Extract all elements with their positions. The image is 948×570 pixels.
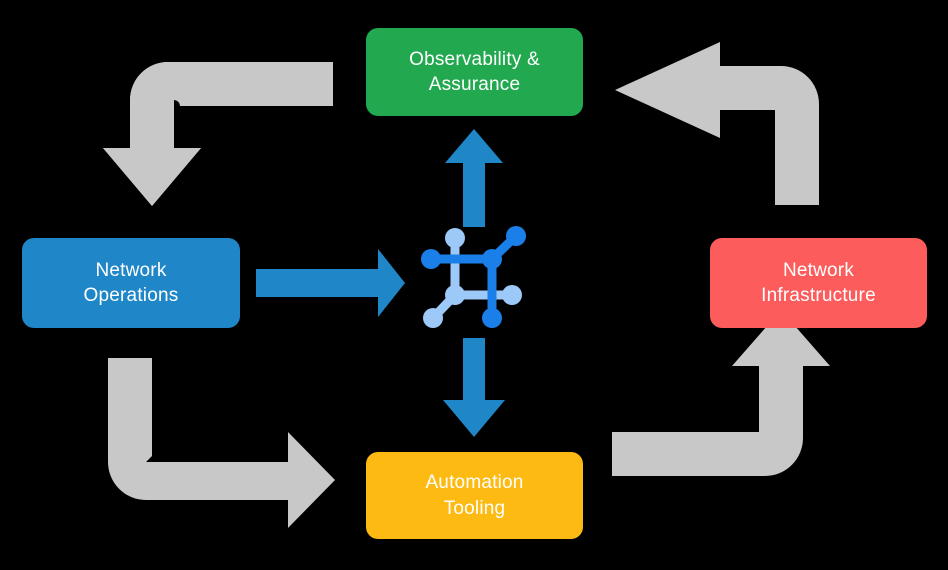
arrow-automation-to-netinfra xyxy=(612,310,830,476)
node-network-operations-label: Network Operations xyxy=(83,259,179,306)
node-observability-assurance[interactable]: Observability & Assurance xyxy=(366,28,583,116)
node-network-infrastructure[interactable]: Network Infrastructure xyxy=(710,238,927,328)
arrow-observability-to-netops xyxy=(103,62,333,206)
arrow-netops-to-center xyxy=(256,249,405,317)
node-network-operations[interactable]: Network Operations xyxy=(22,238,240,328)
node-automation-tooling[interactable]: Automation Tooling xyxy=(366,452,583,539)
topology-nodes-primary xyxy=(421,226,526,328)
arrow-netinfra-to-observability xyxy=(615,42,819,205)
topology-nodes-secondary xyxy=(423,228,522,328)
network-topology-icon xyxy=(421,226,526,328)
arrow-center-to-automation xyxy=(443,338,505,437)
arrow-netops-to-automation xyxy=(108,358,335,528)
node-observability-label: Observability & Assurance xyxy=(409,48,540,95)
arrow-center-to-observability xyxy=(445,129,503,227)
node-network-infrastructure-label: Network Infrastructure xyxy=(761,259,876,306)
node-automation-tooling-label: Automation Tooling xyxy=(425,472,524,519)
